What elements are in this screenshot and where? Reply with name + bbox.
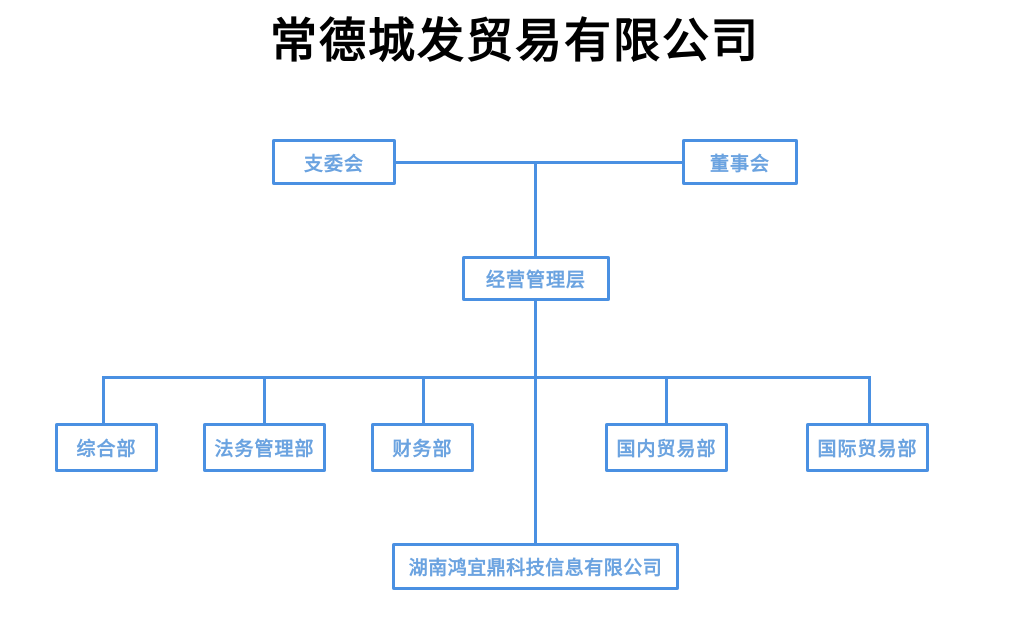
connector-drop-dept-1: [102, 376, 105, 423]
connector-management-to-bus: [534, 299, 537, 378]
node-subsidiary-company[interactable]: 湖南鸿宜鼎科技信息有限公司: [392, 543, 679, 590]
node-label: 法务管理部: [214, 439, 315, 460]
page-title: 常德城发贸易有限公司: [270, 16, 760, 68]
node-label: 国内贸易部: [616, 439, 717, 460]
node-label: 支委会: [303, 153, 364, 175]
connector-top-horizontal: [394, 161, 684, 164]
connector-department-bus: [102, 376, 871, 379]
node-department-domestic-trade[interactable]: 国内贸易部: [605, 423, 728, 472]
connector-drop-dept-2: [263, 376, 266, 423]
node-label: 国际贸易部: [817, 439, 918, 460]
connector-drop-dept-5: [868, 376, 871, 423]
node-party-committee[interactable]: 支委会: [272, 139, 396, 185]
node-department-general-affairs[interactable]: 综合部: [55, 423, 158, 472]
connector-drop-dept-4: [665, 376, 668, 423]
node-label: 经营管理层: [485, 270, 586, 291]
node-label: 综合部: [76, 439, 137, 460]
node-label: 董事会: [709, 153, 770, 175]
node-label: 财务部: [392, 439, 453, 460]
node-management[interactable]: 经营管理层: [462, 256, 610, 301]
node-department-legal-management[interactable]: 法务管理部: [203, 423, 326, 472]
node-label: 湖南鸿宜鼎科技信息有限公司: [408, 558, 663, 579]
node-board-of-directors[interactable]: 董事会: [682, 139, 798, 185]
connector-drop-dept-3: [422, 376, 425, 423]
node-department-international-trade[interactable]: 国际贸易部: [806, 423, 929, 472]
connector-management-drop: [534, 161, 537, 258]
connector-subsidiary-drop: [534, 376, 537, 544]
node-department-finance[interactable]: 财务部: [371, 423, 474, 472]
